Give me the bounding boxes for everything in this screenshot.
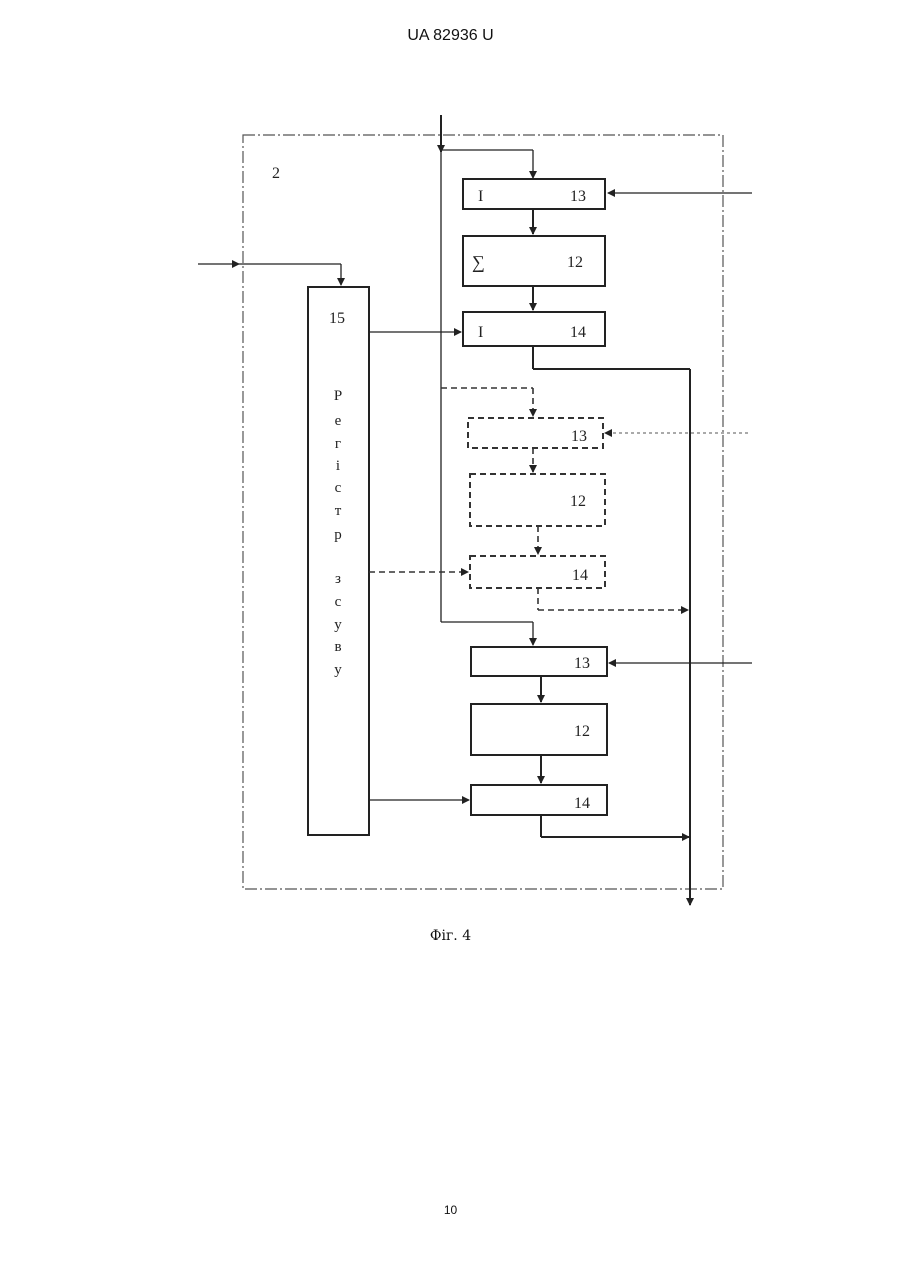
- svg-text:т: т: [335, 503, 342, 519]
- svg-text:14: 14: [570, 324, 586, 341]
- svg-text:с: с: [335, 480, 342, 496]
- shift-register-block: 15 Р е г і с т р з с у в у: [308, 287, 369, 835]
- svg-text:з: з: [335, 571, 341, 587]
- svg-text:12: 12: [570, 493, 586, 510]
- svg-text:12: 12: [574, 723, 590, 740]
- svg-text:I: I: [478, 324, 483, 341]
- svg-text:13: 13: [571, 428, 587, 445]
- svg-text:у: у: [334, 662, 342, 678]
- svg-text:14: 14: [572, 567, 588, 584]
- register-number: 15: [329, 310, 345, 327]
- figure-caption: Фіг. 4: [0, 928, 901, 944]
- svg-text:Р: Р: [334, 388, 342, 404]
- module-label: 2: [272, 165, 280, 182]
- bottom-group: 13 12 14: [369, 647, 752, 837]
- svg-text:13: 13: [570, 188, 586, 205]
- svg-text:13: 13: [574, 655, 590, 672]
- svg-text:в: в: [334, 639, 341, 655]
- svg-text:г: г: [335, 436, 341, 452]
- svg-text:∑: ∑: [472, 252, 485, 272]
- svg-text:с: с: [335, 594, 342, 610]
- middle-group: 13 12 14: [369, 418, 748, 610]
- top-group: I 13 ∑ 12 I 14: [369, 179, 752, 369]
- svg-text:р: р: [334, 527, 342, 543]
- svg-text:12: 12: [567, 254, 583, 271]
- page-number: 10: [0, 1203, 901, 1217]
- svg-text:е: е: [335, 413, 342, 429]
- svg-text:I: I: [478, 188, 483, 205]
- svg-text:у: у: [334, 617, 342, 633]
- svg-text:14: 14: [574, 795, 590, 812]
- svg-text:і: і: [336, 458, 340, 474]
